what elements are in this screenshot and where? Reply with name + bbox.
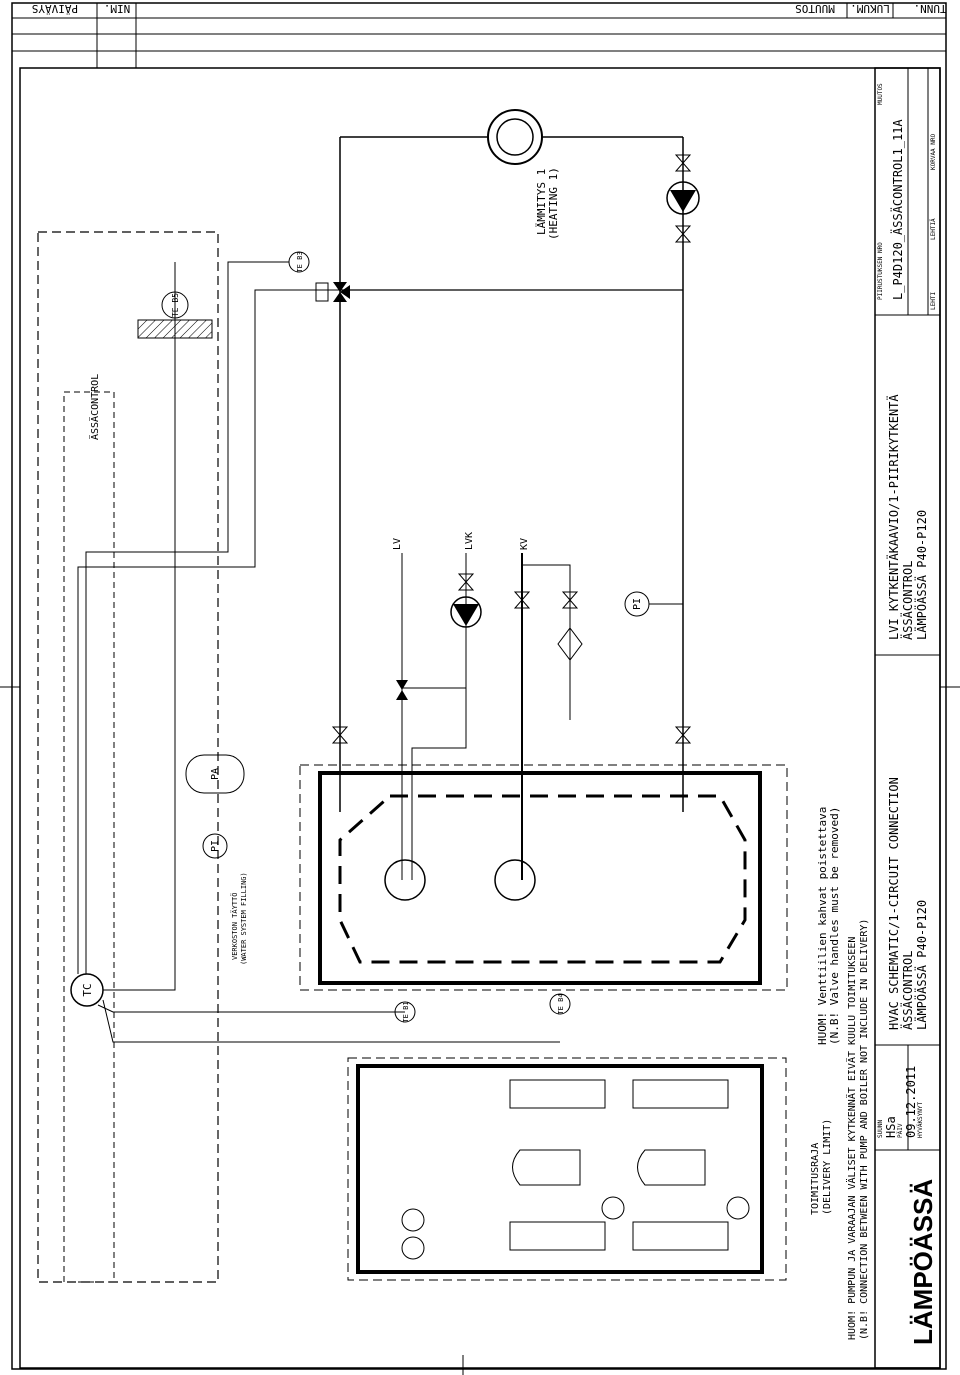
boiler: PI PA VERKOSTON TÄYTTÖ (WATER SYSTEM FIL… — [185, 754, 841, 1045]
heating-circuit-label: LÄMMITYS 1 — [535, 169, 548, 235]
controller-delivery-boundary — [37, 231, 219, 1283]
valve-icon — [457, 573, 475, 591]
brine-pump-icon — [726, 1196, 750, 1220]
valve-icon — [674, 225, 692, 243]
kv-label: KV — [519, 538, 530, 550]
approved-label: HYVÄKSYNYT — [917, 1101, 924, 1138]
title-en-line3: LÄMPÖÄSSÄ P40-P120 — [913, 900, 929, 1030]
domestic-water-lines: LV LVK KV — [392, 532, 583, 880]
connection-note-fi: HUOM! PUMPUN JA VARAAJAN VÄLISET KYTKENN… — [845, 937, 858, 1340]
asscontrol-boundary — [63, 391, 115, 1283]
heat-pump-circulation-pump-icon — [401, 1208, 425, 1232]
revision-label: MUUTOS — [877, 83, 884, 105]
sheets-label: LEHTIÄ — [930, 218, 937, 240]
water-filling-label: VERKOSTON TÄYTTÖ — [230, 893, 239, 960]
revision-nim-header: NIM. — [104, 2, 131, 15]
te-b4-sensor — [549, 993, 571, 1015]
title-en-line2: ÄSSÄCONTROL — [900, 951, 915, 1030]
boiler-coil — [338, 794, 747, 964]
lv-label: LV — [392, 538, 403, 550]
water-filling-label-en: (WATER SYSTEM FILLING) — [240, 872, 248, 965]
revision-block: TUNN. LUKUM. MUUTOS NIM. PÄIVÄYS — [12, 2, 947, 68]
te-b4-label: TE B4 — [557, 993, 565, 1014]
heating-radiator-symbol — [487, 109, 543, 165]
pressure-gauge-pi-label: PI — [632, 598, 643, 610]
valve-handles-note-en: (N.B! Valve handles must be removed) — [828, 807, 841, 1045]
connection-note-en: (N.B! CONNECTION BETWEEN WITH PUMP AND B… — [859, 919, 870, 1340]
heat-pump-section: HUOM! PUMPUN JA VARAAJAN VÄLISET KYTKENN… — [347, 919, 870, 1340]
title-en-line1: HVAC SCHEMATIC/1-CIRCUIT CONNECTION — [887, 777, 901, 1030]
asscontrol-label: ÄSSÄCONTROL — [88, 374, 101, 440]
title-fi-line1: LVI KYTKENTÄKAAVIO/1-PIIRIKYTKENTÄ — [886, 394, 901, 640]
drawing-no-label: PIIRUSTUKSEN NRO — [877, 242, 884, 300]
sheet-label: LEHTI — [930, 292, 937, 310]
revision-paivays-header: PÄIVÄYS — [32, 2, 78, 15]
expansion-vessel-pa — [185, 754, 245, 794]
valve-icon — [674, 726, 692, 744]
date-value: 09.12.2011 — [904, 1066, 918, 1138]
revision-lukum-header: LUKUM. — [850, 2, 890, 15]
drawing-no-value: L_P4D120_ÄSSÄCONTROL1_11A — [890, 119, 905, 300]
title-block: LÄMPÖÄSSÄ LVI KYTKENTÄKAAVIO/1-PIIRIKYTK… — [874, 67, 941, 1369]
controller-section: ÄSSÄCONTROL TC TE B5 TE B3 — [37, 231, 560, 1283]
boiler-delivery-boundary — [299, 764, 788, 991]
title-fi-line2: ÄSSÄCONTROL — [900, 561, 915, 640]
replaces-label: KORVAA NRO — [930, 133, 937, 170]
tank-pressure-gauge-pi — [202, 833, 228, 859]
te-b1-label: TE B1 — [402, 1001, 410, 1022]
pressure-reducing-valve-icon — [557, 627, 583, 661]
delivery-limit-label-fi: TOIMITUSRAJA — [810, 1143, 821, 1215]
valve-icon — [674, 154, 692, 172]
title-fi-line3: LÄMPÖÄSSÄ P40-P120 — [913, 510, 929, 640]
valve-handles-note-fi: HUOM! Venttiilien kahvat poistettava — [816, 807, 829, 1045]
heat-pump-unit — [356, 1064, 764, 1274]
brine-pump-icon — [601, 1196, 625, 1220]
valve-icon — [513, 591, 531, 609]
te-b1-sensor — [394, 1001, 416, 1023]
checked-label: PÄIV — [897, 1123, 904, 1138]
heating-circuit-label-en: (HEATING 1) — [547, 167, 560, 240]
lvk-label: LVK — [464, 532, 475, 550]
designer-value: HSa — [884, 1116, 898, 1138]
dhw-circulation-pump-icon — [450, 596, 482, 628]
valve-icon — [561, 591, 579, 609]
tank-pressure-gauge-label: PI — [210, 840, 221, 852]
heat-pump-delivery-boundary — [347, 1057, 787, 1281]
mixing-valve-icon — [315, 282, 350, 302]
heat-pump-circulation-pump-icon — [401, 1236, 425, 1260]
heating-pump-icon — [666, 181, 700, 215]
te-b3-label: TE B3 — [296, 251, 304, 272]
boiler-tank — [318, 771, 762, 985]
heating-circuit: LÄMMITYS 1 (HEATING 1) PI — [315, 109, 700, 812]
designer-label: SUUNN — [877, 1120, 884, 1138]
delivery-limit-label-en: (DELIVERY LIMIT) — [822, 1119, 833, 1215]
revision-muutos-header: MUUTOS — [795, 2, 835, 15]
revision-tunn-header: TUNN. — [913, 2, 946, 15]
expansion-vessel-label: PA — [210, 768, 221, 780]
company-logo-text: LÄMPÖÄSSÄ — [908, 1179, 938, 1345]
valve-icon — [331, 726, 349, 744]
tc-controller-label: TC — [81, 983, 94, 996]
